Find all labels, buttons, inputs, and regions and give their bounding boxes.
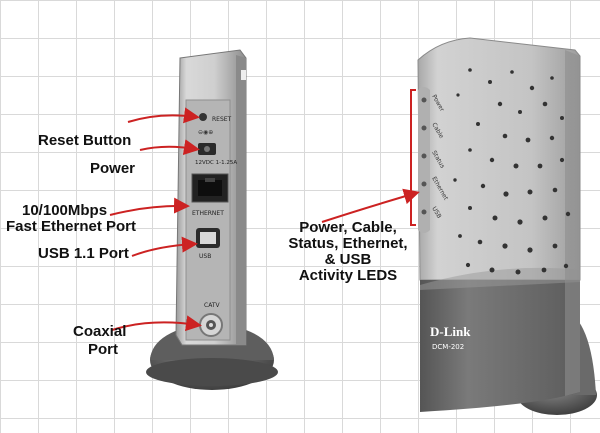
label-power-spec: 12VDC 1-1.25A xyxy=(195,160,237,166)
callout-leds-line4: Activity LEDS xyxy=(298,267,398,284)
callout-leds-line3: & USB xyxy=(324,251,372,268)
label-catv: CATV xyxy=(204,302,220,309)
callout-leds-line2: Status, Ethernet, xyxy=(288,235,408,252)
arrow-usb xyxy=(131,236,198,257)
callout-arrows xyxy=(109,89,420,332)
svg-text:⊖◉⊕: ⊖◉⊕ xyxy=(198,129,213,136)
model-number: DCM-202 xyxy=(432,343,464,351)
led-bracket xyxy=(410,89,416,226)
arrow-reset xyxy=(127,107,200,124)
callout-ethernet-line1: 10/100Mbps xyxy=(22,202,108,219)
callout-usb: USB 1.1 Port xyxy=(38,245,129,262)
callout-ethernet-line2: Fast Ethernet Port xyxy=(6,218,137,235)
callout-power: Power xyxy=(90,160,136,177)
callout-coax-line2: Port xyxy=(88,341,118,358)
callout-reset-button: Reset Button xyxy=(38,132,132,149)
brand-logo: D-Link xyxy=(430,324,471,339)
arrow-coax xyxy=(111,315,202,332)
callout-leds-line1: Power, Cable, xyxy=(299,219,397,236)
modem-front-view xyxy=(417,37,597,415)
vent-holes xyxy=(453,68,571,275)
arrow-power xyxy=(139,139,200,155)
callout-coax-line1: Coaxial xyxy=(73,323,127,340)
arrow-ethernet xyxy=(109,197,190,216)
callout-leds: Power, Cable, Status, Ethernet, & USB Ac… xyxy=(278,220,418,284)
label-usb: USB xyxy=(199,253,211,260)
front-base xyxy=(420,280,580,412)
arrow-leds xyxy=(321,188,420,223)
label-ethernet: ETHERNET xyxy=(192,210,224,217)
label-reset: RESET xyxy=(212,116,232,123)
modem-back-view: ⊖◉⊕ xyxy=(146,49,278,390)
reset-hole xyxy=(199,113,207,121)
